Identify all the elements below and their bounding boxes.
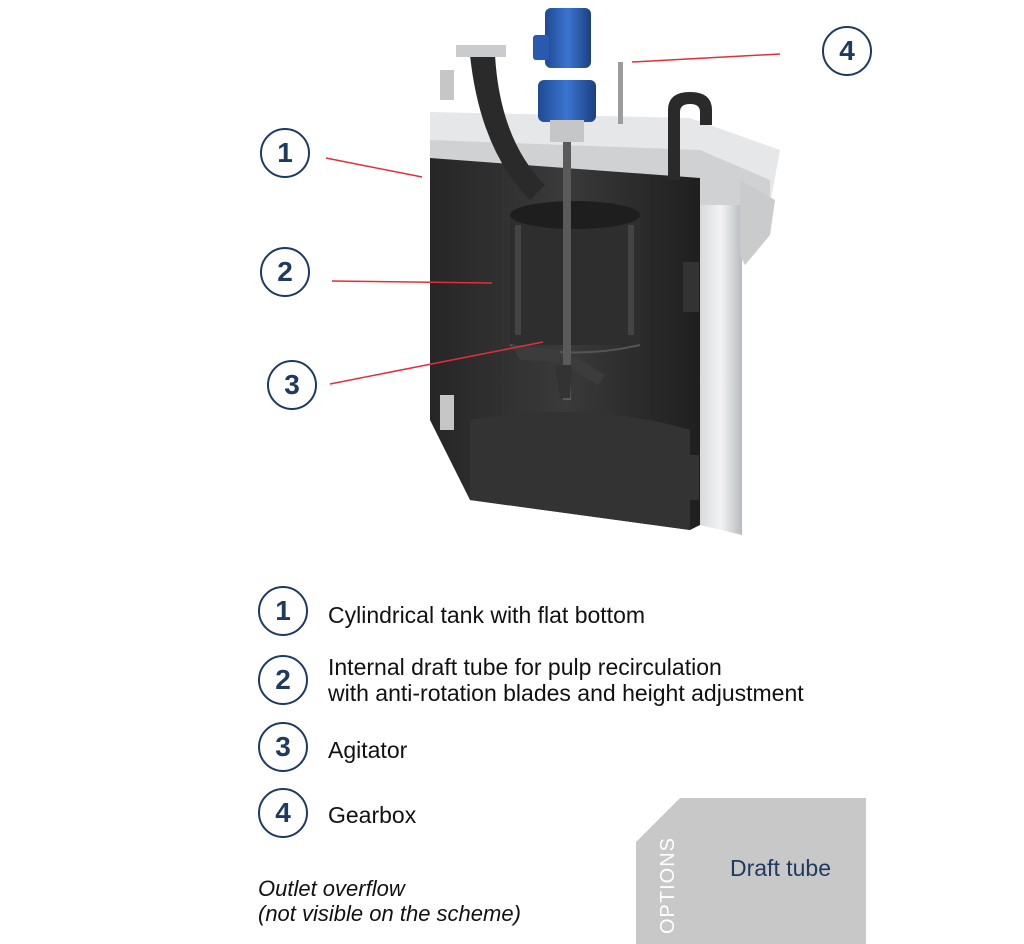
leader-lines	[325, 53, 781, 385]
legend-item-2: 2 Internal draft tube for pulp recircula…	[258, 654, 804, 706]
legend-item-4: 4 Gearbox	[258, 788, 416, 838]
callout-1: 1	[260, 128, 310, 178]
outlet-note-line-1: Outlet overflow	[258, 876, 405, 901]
leader-line-4	[631, 53, 781, 63]
legend-item-3: 3 Agitator	[258, 722, 407, 772]
legend-badge-2: 2	[258, 655, 308, 705]
callout-4: 4	[822, 26, 872, 76]
leader-line-1	[325, 157, 423, 178]
options-label-text: OPTIONS	[656, 836, 679, 934]
options-label: OPTIONS	[640, 830, 696, 940]
legend-item-1: 1 Cylindrical tank with flat bottom	[258, 586, 645, 636]
legend-text-4: Gearbox	[328, 802, 417, 828]
legend-text-2-line-1: Internal draft tube for pulp recirculati…	[328, 654, 722, 680]
legend-text-2: Internal draft tube for pulp recirculati…	[328, 654, 804, 706]
options-panel	[636, 798, 866, 944]
leader-line-3	[329, 341, 544, 385]
outlet-note-line-2: (not visible on the scheme)	[258, 901, 521, 926]
option-draft-tube: Draft tube	[730, 855, 831, 881]
legend-text-1: Cylindrical tank with flat bottom	[328, 602, 646, 628]
tank-illustration	[430, 8, 780, 535]
legend-badge-4: 4	[258, 788, 308, 838]
legend-text-2-line-2: with anti-rotation blades and height adj…	[328, 680, 804, 706]
legend-badge-1: 1	[258, 586, 308, 636]
callout-2: 2	[260, 247, 310, 297]
callout-3: 3	[267, 360, 317, 410]
legend-badge-3: 3	[258, 722, 308, 772]
outlet-note: Outlet overflow (not visible on the sche…	[258, 876, 521, 926]
legend-text-3: Agitator	[328, 737, 408, 763]
leader-line-2	[331, 280, 493, 284]
